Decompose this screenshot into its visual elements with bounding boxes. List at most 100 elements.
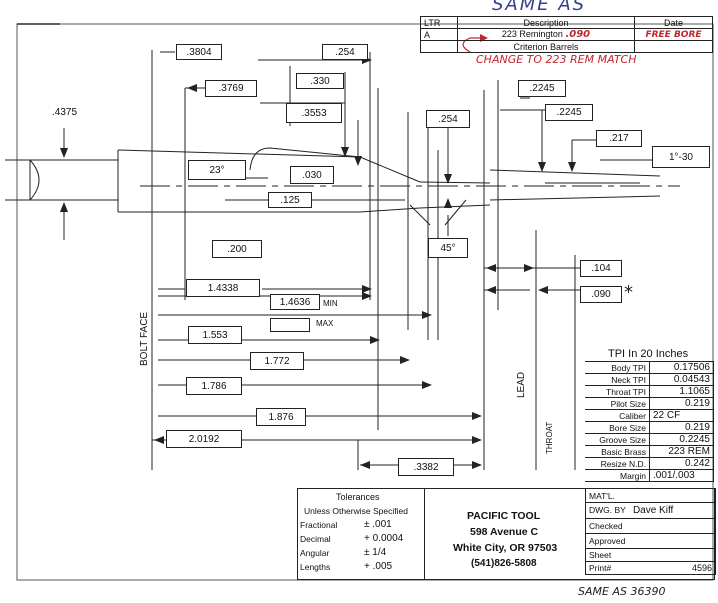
dim-090: .090 [580,286,622,303]
dim-1-876: 1.876 [256,408,306,426]
spec-label: Resize N.D. [585,457,650,470]
tol-value: ± 1/4 [364,547,387,558]
dim-2245-a: .2245 [518,80,566,97]
spec-value: 22 CF [649,409,714,422]
dwg-by-value: Dave Kiff [632,505,674,516]
spec-value: 0.2245 [649,433,714,446]
checked: Checked [585,518,716,534]
dim-090-star: * [624,282,633,303]
dim-max: MAX [316,319,334,328]
spec-label: Body TPI [585,361,650,374]
spec-value: 223 REM [649,445,714,458]
print-label: Print# [589,563,612,573]
dim-217: .217 [596,130,642,147]
tol-label: Fractional [300,520,338,530]
dim-254-mid: .254 [426,110,470,128]
dim-1-772: 1.772 [250,352,304,370]
dim-1-30: 1°-30 [652,146,710,168]
dim-min: MIN [323,299,338,308]
spec-value: 0.242 [649,457,714,470]
bolt-face-label: BOLT FACE [139,311,150,366]
rev-desc-1: 223 Remington .090 [457,28,635,41]
tol-title: Tolerances [336,492,380,502]
change-note: CHANGE TO 223 REM MATCH [476,53,637,66]
spec-label: Groove Size [585,433,650,446]
spec-value: .001/.003 [649,469,714,482]
spec-label: Bore Size [585,421,650,434]
company-phone: (541)826-5808 [471,558,537,569]
dim-030: .030 [290,166,334,184]
dim-45deg: 45° [428,238,468,258]
spec-value: 0.04543 [649,373,714,386]
dwg-by-label: DWG. BY [589,505,626,515]
tol-value: + .005 [364,561,393,572]
top-scribble: SAME AS [492,0,587,15]
company-address1: 598 Avenue C [470,526,539,538]
dim-104: .104 [580,260,622,277]
title-block: Tolerances Unless Otherwise Specified Fr… [297,488,716,580]
spec-label: Margin [585,469,650,482]
dim-max-box [270,318,310,332]
company-name: PACIFIC TOOL [467,510,541,522]
spec-row: Margin.001/.003 [585,469,714,482]
print-value: 4596 [691,563,712,573]
throat-label: THROAT [545,421,554,454]
rev-desc-2: Criterion Barrels [457,40,635,53]
spec-label: Caliber [585,409,650,422]
revision-table: LTR Description Date A 223 Remington .09… [420,16,713,53]
dim-200: .200 [212,240,262,258]
dim-23deg: 23° [188,160,246,180]
tol-label: Lengths [300,562,331,572]
matl: MAT'L. [585,488,716,503]
dim-2245-b: .2245 [545,104,593,121]
tolerance-block: Tolerances Unless Otherwise Specified Fr… [298,489,425,579]
tol-label: Angular [300,548,330,558]
rev-col-date: Date [634,16,713,29]
spec-value: 0.219 [649,421,714,434]
dim-4375: .4375 [52,107,78,118]
company-block: PACIFIC TOOL 598 Avenue C White City, OR… [425,489,583,579]
tol-sub: Unless Otherwise Specified [304,506,408,516]
tol-label: Decimal [300,534,331,544]
rev-desc-handwritten: .090 [565,29,591,40]
dim-2-0192: 2.0192 [166,430,242,448]
dim-1-4338: 1.4338 [186,279,260,297]
dim-254-top: .254 [322,44,368,60]
rev-date-handwritten: FREE BORE [645,30,702,40]
dim-1-4636: 1.4636 [270,294,320,310]
tol-value: + 0.0004 [364,533,404,544]
dim-1-553: 1.553 [188,326,242,344]
dim-125: .125 [268,192,312,208]
spec-label: Neck TPI [585,373,650,386]
rev-letter: A [420,28,458,41]
rev-date: FREE BORE [634,28,713,41]
footer-note: SAME AS 36390 [578,585,666,598]
spec-value: 1.1065 [649,385,714,398]
dim-3769: .3769 [205,80,257,97]
lead-label: LEAD [516,371,527,398]
spec-label: Basic Brass [585,445,650,458]
tol-value: ± .001 [364,519,392,530]
spec-value: 0.17506 [649,361,714,374]
spec-title: TPI In 20 Inches [608,348,689,360]
spec-row: Resize N.D.0.242 [585,457,714,470]
dim-3382: .3382 [398,458,454,476]
spec-label: Throat TPI [585,385,650,398]
dim-1-786: 1.786 [186,377,242,395]
dim-3804: .3804 [176,44,222,60]
sheet: Sheet [585,548,716,562]
rev-col-desc: Description [457,16,635,29]
dim-3553: .3553 [286,103,342,123]
spec-label: Pilot Size [585,397,650,410]
dim-330: .330 [296,73,344,89]
spec-value: 0.219 [649,397,714,410]
